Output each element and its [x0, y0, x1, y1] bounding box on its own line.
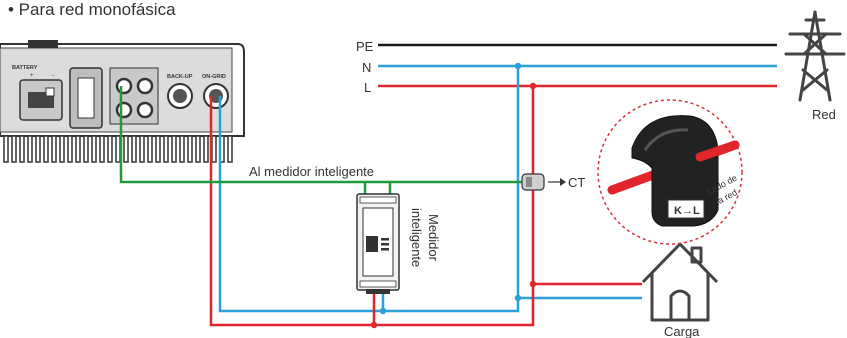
- arrow-right-icon: [560, 178, 566, 186]
- inverter-handle: [28, 40, 58, 48]
- pe-label: PE: [356, 39, 374, 54]
- junction-dot: [529, 82, 537, 90]
- meter-label-line1: Medidor: [426, 214, 441, 262]
- inverter: BATTERY + - BACK-UP ON-GRID: [0, 40, 245, 163]
- meter-display: [366, 236, 378, 252]
- l-label: L: [364, 80, 371, 95]
- ongrid-label: ON-GRID: [202, 74, 226, 80]
- battery-minus: -: [52, 73, 54, 79]
- ct-direction-label: K→L: [674, 205, 700, 217]
- ct-zoom-detail: K→L Lado de la red: [597, 99, 743, 245]
- inverter-n-wire: [218, 66, 520, 313]
- ct-clamp: [521, 173, 566, 191]
- power-lines: [119, 43, 777, 329]
- battery-plus: +: [30, 73, 34, 79]
- battery-port-group: BATTERY + -: [12, 65, 63, 121]
- page-heading: • Para red monofásica: [8, 0, 176, 19]
- meter-link-label: Al medidor inteligente: [249, 164, 374, 179]
- n-label: N: [362, 60, 371, 75]
- com-port-1: [115, 77, 133, 95]
- junction-dot: [379, 307, 387, 315]
- junction-dot: [529, 280, 537, 288]
- ct-clamp-body: [631, 115, 719, 227]
- house-icon: [641, 242, 719, 322]
- junction-dot: [514, 294, 522, 302]
- smart-meter: [356, 193, 400, 294]
- com-port-3: [115, 101, 133, 119]
- backup-label: BACK-UP: [167, 74, 193, 80]
- com-port-2: [136, 77, 154, 95]
- junction-dot: [370, 321, 378, 329]
- ct-label: CT: [568, 175, 585, 190]
- com-port-4: [136, 101, 154, 119]
- meter-label-line2: inteligente: [409, 208, 424, 267]
- grid-label: Red: [812, 107, 836, 122]
- heatsink-fins: [3, 135, 233, 163]
- grid-tower-icon: [784, 10, 846, 102]
- junction-dot: [514, 62, 522, 70]
- load-label: Carga: [664, 324, 700, 338]
- battery-label: BATTERY: [12, 65, 38, 71]
